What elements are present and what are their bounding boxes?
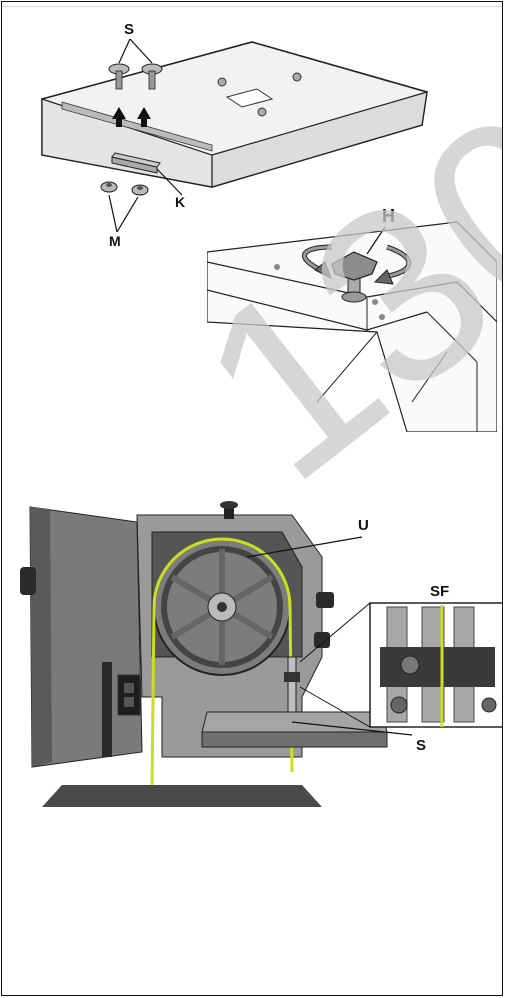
upper-wheel — [153, 538, 291, 676]
figure-band-saw: U SF S — [2, 497, 502, 807]
figure-knob-h: H — [207, 202, 497, 432]
label-m-nuts: M — [109, 233, 121, 249]
knob-h — [331, 251, 378, 303]
nut-m-left — [100, 181, 118, 193]
nut-m-right — [131, 184, 149, 196]
screw-s-left — [108, 63, 130, 90]
label-s-blade: S — [416, 737, 427, 754]
band-saw-illustration — [20, 501, 502, 807]
insert-k — [111, 152, 161, 174]
label-k-insert: K — [175, 194, 186, 210]
knob-illustration — [207, 221, 497, 432]
figure-table-insert: S K M — [32, 21, 432, 257]
label-u-wheel: U — [358, 517, 369, 534]
table-insert-illustration — [41, 38, 428, 233]
screw-s-right — [141, 63, 163, 90]
label-s-screws: S — [124, 21, 135, 38]
label-sf-guide: SF — [430, 583, 450, 600]
cropped-text-strip — [2, 2, 502, 7]
inset-blade-guide — [369, 602, 502, 728]
label-h-knob: H — [382, 206, 395, 226]
